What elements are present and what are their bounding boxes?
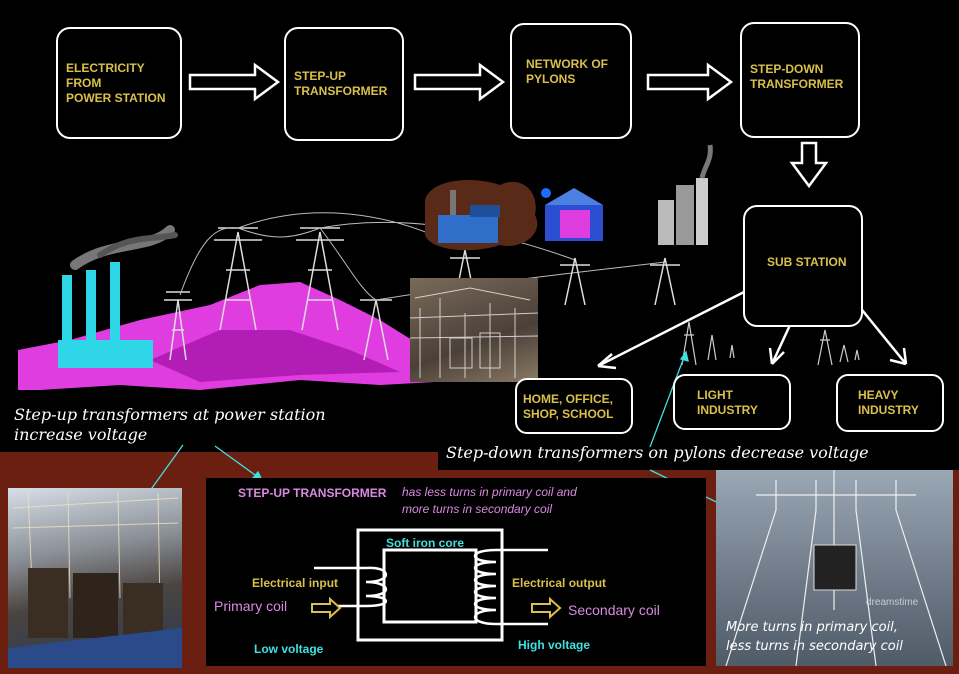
low-voltage-label: Low voltage [254,642,324,656]
transformer-description: has less turns in primary coil and more … [402,485,577,516]
output-arrow [531,596,562,620]
caption-step-up: Step-up transformers at power station in… [14,405,326,444]
pylon-transformer-photo: dreamstime More turns in primary coil, l… [716,470,953,666]
secondary-coil-label: Secondary coil [568,602,660,618]
dest-box-home-office: HOME, OFFICE, SHOP, SCHOOL [515,378,633,434]
input-label: Electrical input [252,576,339,590]
dest-box-heavy-industry: HEAVY INDUSTRY [836,374,944,432]
step-up-transformer-panel: STEP-UP TRANSFORMER has less turns in pr… [206,478,706,666]
photo-watermark: dreamstime [866,597,919,608]
secondary-coil [474,548,497,626]
caption-strip-background [438,440,959,470]
flow-box-electricity-source-label: ELECTRICITY FROM POWER STATION [66,61,166,105]
secondary-wires [496,548,548,626]
input-arrow [311,596,342,620]
dest-box-light-industry: LIGHT INDUSTRY [673,374,791,430]
flow-box-step-up-label: STEP-UP TRANSFORMER [294,69,388,98]
transformer-schematic [311,528,562,642]
flow-box-pylons-label: NETWORK OF PYLONS [526,57,608,86]
output-label: Electrical output [512,576,607,590]
substation-photo [410,278,538,382]
transformer-title: STEP-UP TRANSFORMER [238,486,387,500]
iron-core-inner [382,548,478,624]
flow-box-network-of-pylons: NETWORK OF PYLONS [510,23,632,139]
caption-photo-right: More turns in primary coil, less turns i… [726,620,903,654]
primary-coil-label: Primary coil [214,598,288,614]
flow-box-sub-station-label: SUB STATION [767,255,847,269]
flow-box-step-up-transformer: STEP-UP TRANSFORMER [284,27,404,141]
iron-core-outer [356,528,504,642]
high-voltage-label: High voltage [518,638,591,652]
core-label: Soft iron core [386,536,465,550]
power-station-transformer-photo [8,488,182,668]
flow-box-electricity-source: ELECTRICITY FROM POWER STATION [56,27,182,139]
caption-step-down: Step-down transformers on pylons decreas… [446,443,869,462]
primary-coil [365,566,388,608]
flow-box-sub-station: SUB STATION [743,205,863,327]
flow-box-step-down-transformer: STEP-DOWN TRANSFORMER [740,22,860,138]
flow-box-step-down-label: STEP-DOWN TRANSFORMER [750,62,844,91]
